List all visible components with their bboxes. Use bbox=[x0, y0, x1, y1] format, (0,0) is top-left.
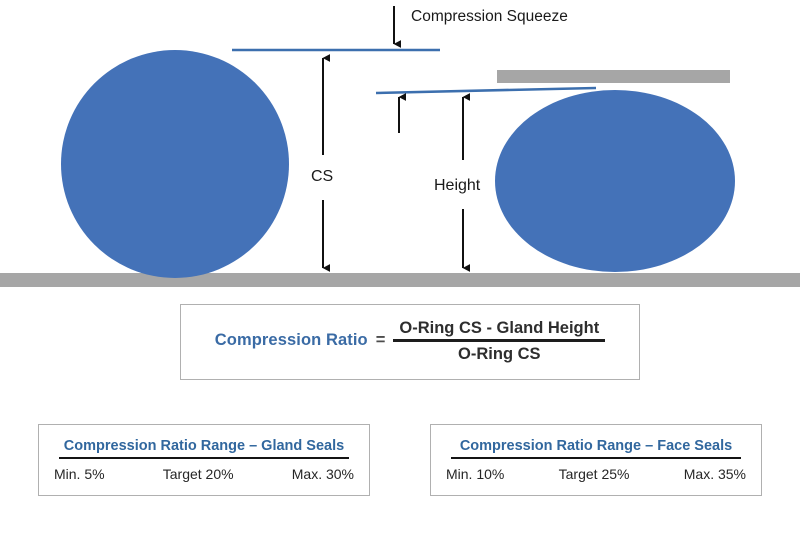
formula-numerator: O-Ring CS - Gland Height bbox=[399, 318, 600, 337]
range-target-face: Target 25% bbox=[558, 466, 630, 483]
range-divider-gland bbox=[59, 456, 349, 460]
range-values-gland: Min. 5% Target 20% Max. 30% bbox=[54, 459, 354, 482]
range-max-gland: Max. 30% bbox=[291, 466, 354, 483]
compression-ratio-range-face-seals: Compression Ratio Range – Face Seals Min… bbox=[430, 424, 762, 496]
range-title-face: Compression Ratio Range – Face Seals bbox=[459, 437, 733, 454]
range-title-gland: Compression Ratio Range – Gland Seals bbox=[63, 437, 345, 454]
range-min-gland: Min. 5% bbox=[54, 466, 105, 483]
gland-plate-bar bbox=[497, 70, 730, 83]
range-min-face: Min. 10% bbox=[446, 466, 505, 483]
compressed-oring-ellipse bbox=[495, 90, 735, 272]
compression-squeeze-label: Compression Squeeze bbox=[411, 8, 568, 25]
range-max-face: Max. 35% bbox=[683, 466, 746, 483]
formula-denominator: O-Ring CS bbox=[458, 344, 541, 363]
compression-ratio-formula-box: Compression Ratio = O-Ring CS - Gland He… bbox=[180, 304, 640, 380]
range-values-face: Min. 10% Target 25% Max. 35% bbox=[446, 459, 746, 482]
gland-height-reference-line bbox=[375, 86, 597, 95]
height-label: Height bbox=[434, 177, 481, 194]
formula-fraction: O-Ring CS - Gland Height O-Ring CS bbox=[393, 318, 606, 363]
range-divider-face bbox=[451, 456, 741, 460]
base-plate-bar bbox=[0, 273, 800, 287]
formula-equals-sign: = bbox=[375, 331, 386, 350]
compression-ratio-range-gland-seals: Compression Ratio Range – Gland Seals Mi… bbox=[38, 424, 370, 496]
range-target-gland: Target 20% bbox=[162, 466, 234, 483]
cs-label: CS bbox=[311, 168, 333, 185]
formula-fraction-bar bbox=[393, 339, 606, 342]
uncompressed-oring-circle bbox=[61, 50, 289, 278]
formula-left-hand-side: Compression Ratio bbox=[214, 331, 368, 350]
